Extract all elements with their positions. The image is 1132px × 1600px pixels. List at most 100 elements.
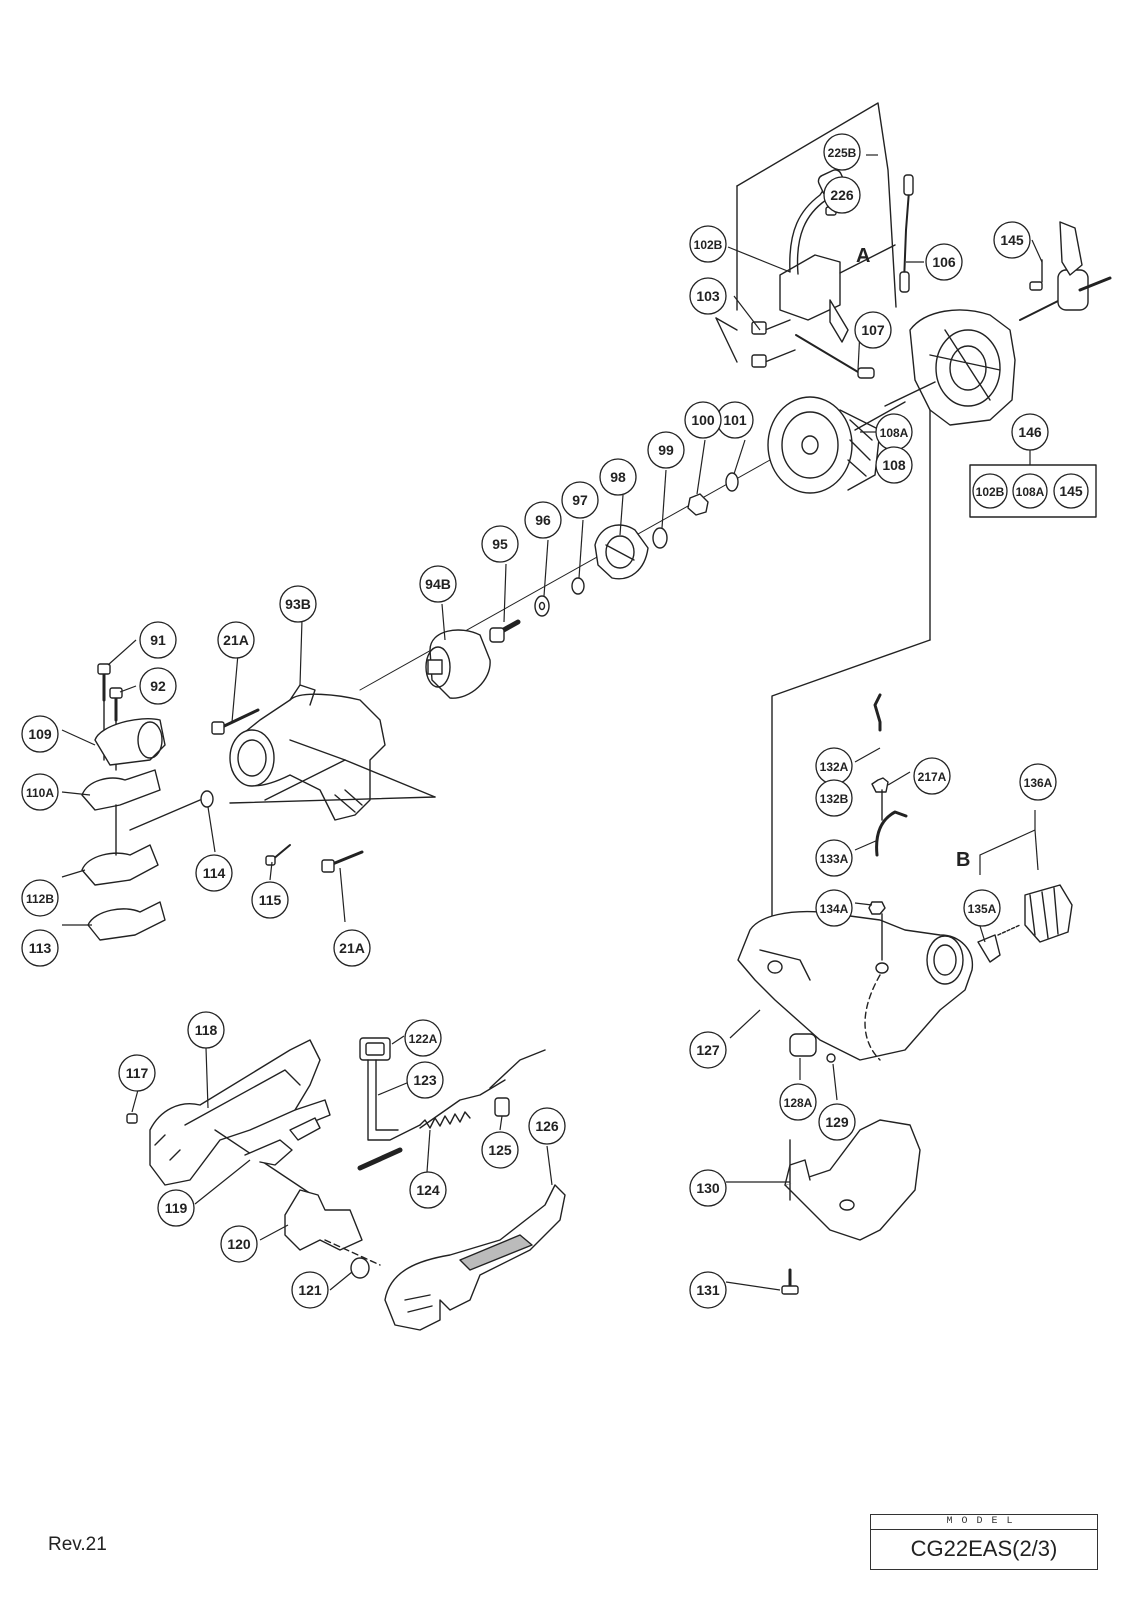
- callout-106: 106: [925, 243, 963, 281]
- callout-121: 121: [291, 1271, 329, 1309]
- callout-136a: 136A: [1019, 763, 1057, 801]
- callout-circle: [684, 401, 722, 439]
- kit-item-145: 145: [1053, 473, 1089, 509]
- callout-120: 120: [220, 1225, 258, 1263]
- callout-circle: [823, 176, 861, 214]
- callout-number: 146: [1018, 424, 1042, 440]
- plug-cable-drawing: [899, 174, 914, 293]
- callout-circle: [689, 225, 727, 263]
- callout-circle: [419, 565, 457, 603]
- callout-number: 21A: [223, 632, 249, 648]
- callout-217a: 217A: [913, 757, 951, 795]
- callout-124: 124: [409, 1171, 447, 1209]
- callout-number: 225B: [828, 146, 857, 160]
- kit-item-circle: [1012, 473, 1048, 509]
- callout-circle: [875, 446, 913, 484]
- callout-circle: [528, 1107, 566, 1145]
- plug-129-drawing: [826, 1053, 836, 1063]
- callout-100: 100: [684, 401, 722, 439]
- callout-number: 119: [165, 1200, 188, 1216]
- callout-circle: [187, 1011, 225, 1049]
- callout-123: 123: [406, 1061, 444, 1099]
- rear-grip-drawing: [384, 1184, 566, 1331]
- callout-number: 106: [932, 254, 956, 270]
- callout-circle: [1019, 763, 1057, 801]
- callout-91: 91: [139, 621, 177, 659]
- letter-a: A: [856, 245, 870, 267]
- callout-number: 95: [492, 536, 508, 552]
- callout-125: 125: [481, 1131, 519, 1169]
- callout-number: 97: [572, 492, 588, 508]
- callout-21a: 21A: [333, 929, 371, 967]
- callout-circle: [963, 889, 1001, 927]
- callout-circle: [993, 221, 1031, 259]
- callout-circle: [689, 1169, 727, 1207]
- callout-number: 226: [830, 187, 854, 203]
- kit-item-108a: 108A: [1012, 473, 1048, 509]
- callout-number: 93B: [285, 596, 311, 612]
- letter-b: B: [956, 849, 970, 871]
- callout-circle: [118, 1054, 156, 1092]
- callout-circle: [404, 1019, 442, 1057]
- callout-circle: [406, 1061, 444, 1099]
- callout-number: 124: [416, 1182, 440, 1198]
- callout-108: 108: [875, 446, 913, 484]
- model-value: CG22EAS(2/3): [910, 1536, 1058, 1561]
- callout-number: 126: [535, 1118, 559, 1134]
- washer-96-hole: [538, 601, 546, 611]
- callout-circle: [21, 879, 59, 917]
- callout-118: 118: [187, 1011, 225, 1049]
- callout-103: 103: [689, 277, 727, 315]
- callout-number: 123: [413, 1072, 437, 1088]
- bushing-125-drawing: [494, 1097, 510, 1117]
- callout-circle: [524, 501, 562, 539]
- callout-number: 136A: [1024, 776, 1053, 790]
- callout-circle: [409, 1171, 447, 1209]
- clutch-drum-drawing: [425, 629, 491, 699]
- callout-number: 99: [658, 442, 674, 458]
- callout-number: 135A: [968, 902, 997, 916]
- callout-number: 217A: [918, 770, 947, 784]
- callout-number: 108A: [880, 426, 909, 440]
- callout-circle: [779, 1083, 817, 1121]
- callout-number: 122A: [409, 1032, 438, 1046]
- callout-92: 92: [139, 667, 177, 705]
- crankshaft-drawing: [1019, 221, 1112, 321]
- callout-circle: [21, 715, 59, 753]
- callout-labels: 225B226102B106145103107101100108A1089998…: [21, 133, 1089, 1309]
- callout-146: 146: [1011, 413, 1049, 451]
- callout-number: 103: [696, 288, 720, 304]
- callout-circle: [561, 481, 599, 519]
- washer-97-drawing: [571, 577, 585, 595]
- fuel-lines-drawing: [868, 693, 908, 961]
- callout-number: 96: [535, 512, 551, 528]
- callout-circle: [217, 621, 255, 659]
- callout-circle: [333, 929, 371, 967]
- callout-circle: [815, 779, 853, 817]
- callout-93b: 93B: [279, 585, 317, 623]
- callout-number: 113: [29, 940, 52, 956]
- callout-circle: [139, 667, 177, 705]
- callout-number: 98: [610, 469, 626, 485]
- callout-number: 131: [696, 1282, 720, 1298]
- callout-134a: 134A: [815, 889, 853, 927]
- model-box: MODEL CG22EAS(2/3): [870, 1514, 1098, 1570]
- callout-number: 114: [203, 865, 226, 881]
- kit-item-102b: 102B: [972, 473, 1008, 509]
- callout-circle: [139, 621, 177, 659]
- callout-number: 107: [861, 322, 885, 338]
- callout-126: 126: [528, 1107, 566, 1145]
- callout-number: 102B: [694, 238, 723, 252]
- callout-circle: [823, 133, 861, 171]
- callout-110a: 110A: [21, 773, 59, 811]
- callout-number: 92: [150, 678, 166, 694]
- callout-number: 91: [150, 632, 166, 648]
- callout-21a: 21A: [217, 621, 255, 659]
- callout-circle: [481, 1131, 519, 1169]
- callout-225b: 225B: [823, 133, 861, 171]
- washer-121-drawing: [350, 1257, 370, 1279]
- callout-number: 127: [696, 1042, 720, 1058]
- callout-94b: 94B: [419, 565, 457, 603]
- callout-circle: [279, 585, 317, 623]
- callout-129: 129: [818, 1103, 856, 1141]
